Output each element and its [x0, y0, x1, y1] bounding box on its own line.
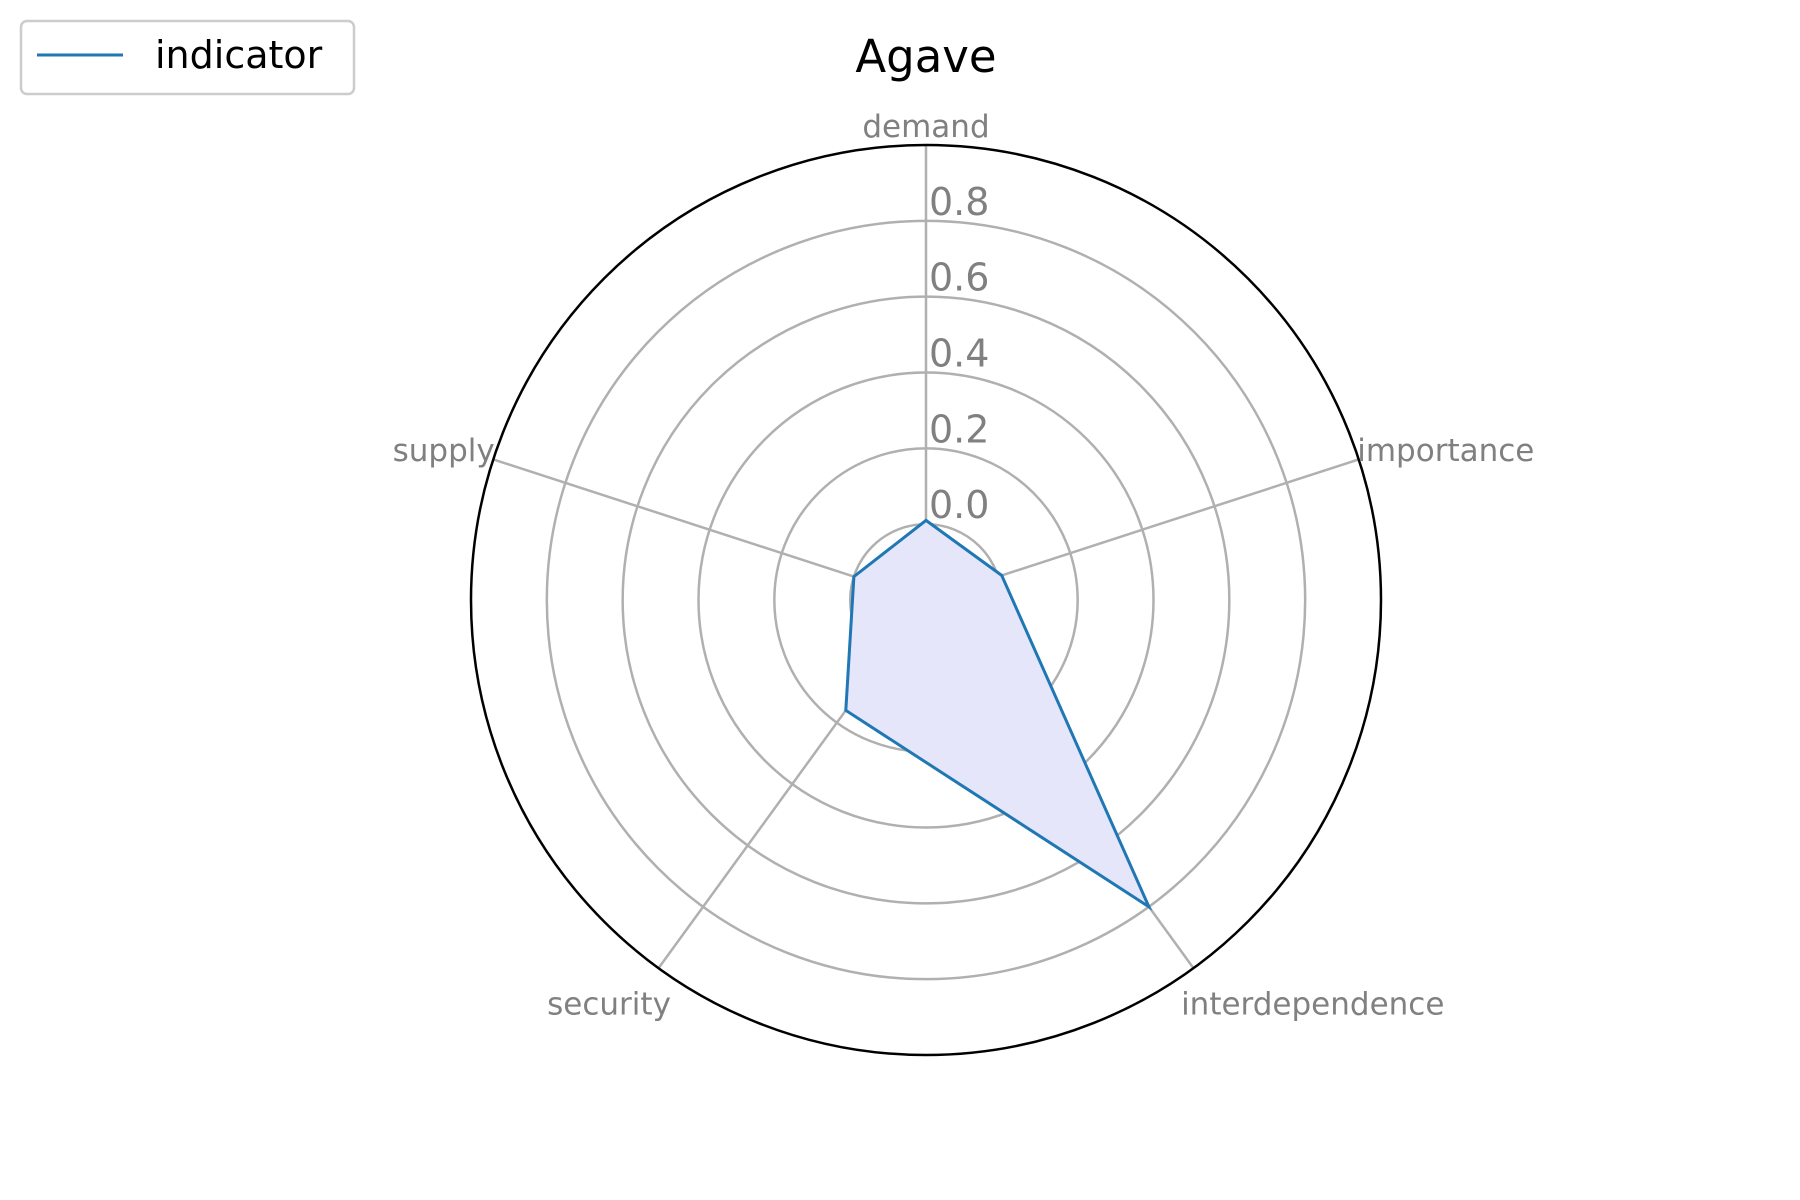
axis-label-security: security [547, 986, 671, 1022]
series-line-0 [844, 518, 1153, 911]
outer-frame-circle [469, 143, 1383, 1057]
axis-label-importance: importance [1357, 433, 1534, 469]
legend: indicator [19, 19, 356, 96]
axis-label-interdependence: interdependence [1181, 986, 1444, 1022]
rtick-label-3: 0.6 [929, 256, 989, 300]
series-fill-0 [845, 520, 1149, 907]
rtick-label-1: 0.2 [929, 407, 989, 451]
legend-label: indicator [155, 33, 323, 77]
axis-label-layer: demand importance interdependence security s… [393, 109, 1535, 1022]
chart-title: Agave [855, 30, 996, 83]
rtick-label-0: 0.0 [929, 483, 989, 527]
rtick-label-4: 0.8 [929, 180, 989, 224]
legend-frame [19, 19, 356, 96]
series-layer [844, 518, 1153, 911]
axis-label-demand: demand [862, 109, 989, 145]
axis-label-supply: supply [393, 433, 495, 469]
tick-label-layer: 0.0 0.2 0.4 0.6 0.8 [929, 180, 989, 527]
rtick-label-2: 0.4 [929, 332, 989, 376]
